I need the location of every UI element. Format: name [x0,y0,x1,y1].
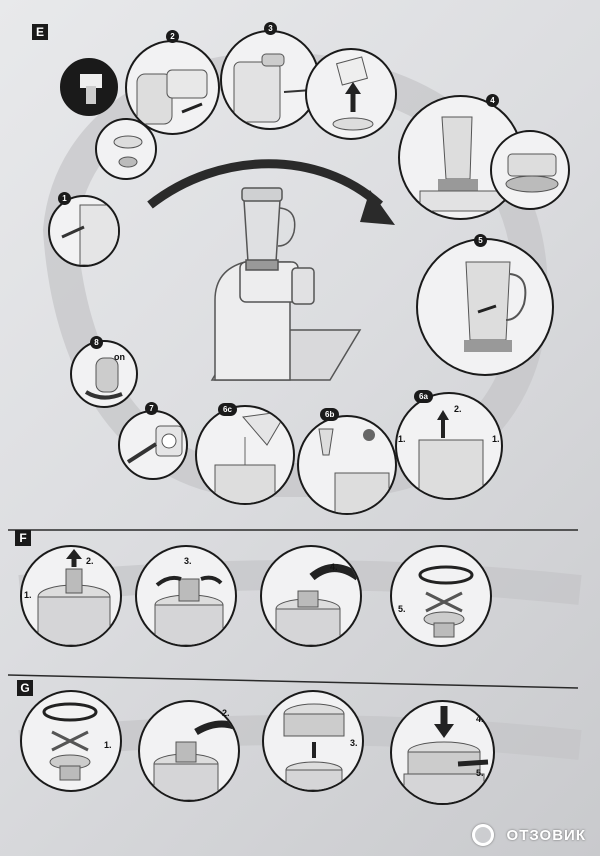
direction-arrow [147,159,384,209]
f-num-1: 1. [24,590,32,600]
step-badge-6a: 6a [414,390,433,403]
g-num-2: 2. [222,708,230,718]
step-6a-circle [395,392,503,500]
f-step-1-circle [20,545,122,647]
step-badge-3: 3 [264,22,277,35]
step-4-detail-circle [490,130,570,210]
step-badge-5: 5 [474,234,487,247]
step-1-circle [48,195,120,267]
f-num-5: 5. [398,604,406,614]
f-num-3: 3. [184,556,192,566]
g-num-4: 4. [476,714,484,724]
appliance-illustration [210,187,362,381]
g-step-3-circle [262,690,364,792]
g-num-3: 3. [350,738,358,748]
step-8-circle [70,340,138,408]
watermark-logo-icon [472,824,494,846]
g-num-5: 5. [476,768,484,778]
step-badge-7: 7 [145,402,158,415]
f-num-2: 2. [86,556,94,566]
step-badge-8: 8 [90,336,103,349]
switch-on-label: on [114,352,125,362]
step-detail-dark-circle [60,58,118,116]
section-label-e: E [32,24,48,40]
step-6b-circle [297,415,397,515]
step-badge-2: 2 [166,30,179,43]
step-3-detail-circle [305,48,397,140]
step-badge-6c: 6c [218,403,237,416]
g-step-1-circle [20,690,122,792]
step-2-detail-circle [95,118,157,180]
step-3-circle [220,30,320,130]
step-5-circle [416,238,554,376]
step-2-circle [125,40,220,135]
watermark-text: ОТЗОВИК [506,827,586,844]
section-label-g: G [17,680,33,696]
step-6a-num-2: 2. [454,404,462,414]
f-step-5-circle [390,545,492,647]
g-step-4-circle [390,700,495,805]
f-num-4: 4. [330,562,338,572]
step-7-circle [118,410,188,480]
step-badge-6b: 6b [320,408,340,421]
step-badge-1: 1 [58,192,71,205]
g-num-1: 1. [104,740,112,750]
step-6c-circle [195,405,295,505]
section-label-f: F [15,530,31,546]
step-badge-4: 4 [486,94,499,107]
f-step-4-circle [260,545,362,647]
f-step-3-circle [135,545,237,647]
g-step-2-circle [138,700,240,802]
step-6a-num-1: 1. [398,434,406,444]
step-6a-num-3: 1. [492,434,500,444]
